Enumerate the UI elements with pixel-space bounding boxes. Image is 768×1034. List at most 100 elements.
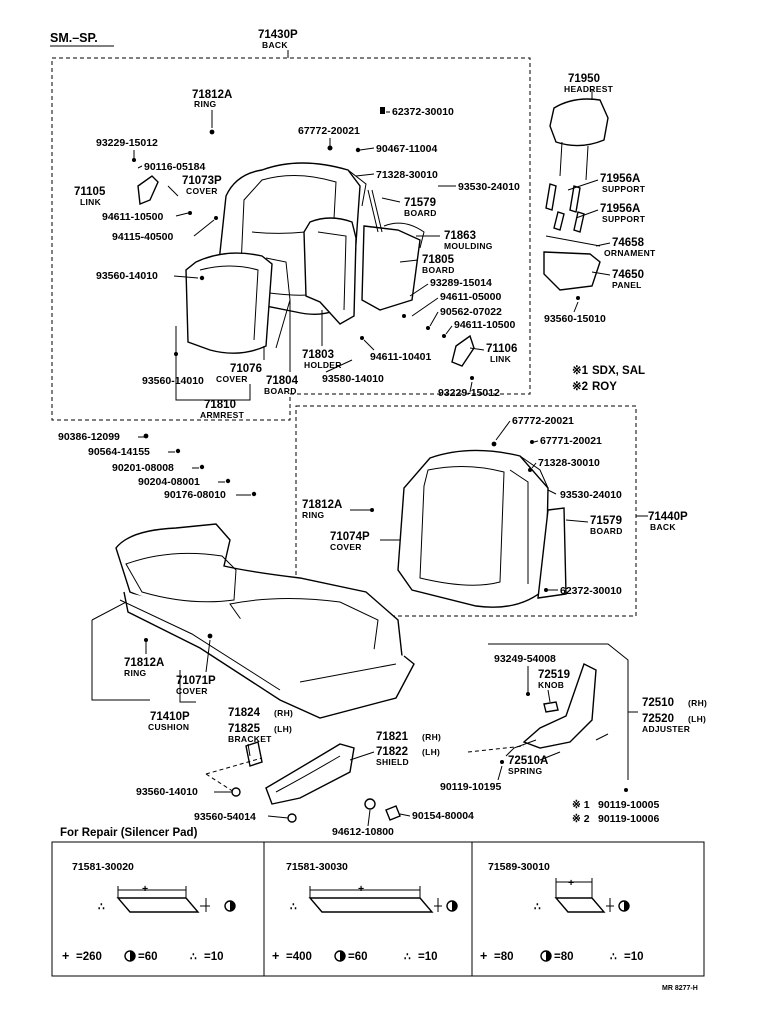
part-number: 71812A	[192, 89, 232, 101]
fasteners-left	[143, 433, 257, 497]
part-desc: ADJUSTER	[642, 724, 690, 734]
part-desc: BOARD	[404, 208, 437, 218]
group-part: 71810	[204, 399, 236, 411]
headrest-illustration	[543, 98, 609, 300]
cross-icon: +	[142, 883, 148, 895]
repair-thickness: =80	[554, 951, 574, 963]
group-desc: BACK	[650, 522, 676, 532]
pad-count-icon: ∴	[290, 901, 297, 913]
part-desc: ORNAMENT	[604, 248, 656, 258]
bracket-shield-illustration	[205, 741, 401, 823]
part-number: 71804	[266, 375, 299, 387]
part-number: 90154-80004	[412, 810, 474, 822]
repair-panel-2: 71581-30030 + ∴ + =400 =60 ∴ =10	[272, 861, 458, 963]
silencer-pad-shape	[116, 897, 200, 913]
drawing-reference: MR 8277-H	[662, 985, 698, 992]
part-number: 71956A	[600, 173, 640, 185]
part-number: 71821	[376, 731, 409, 743]
part-number: 71074P	[330, 531, 370, 543]
group-part: 71430P	[258, 29, 298, 41]
part-desc: (RH)	[688, 698, 707, 708]
adjuster-illustration	[467, 663, 628, 792]
footnote-part: 90119-10005	[598, 799, 659, 811]
part-desc: BOARD	[590, 526, 623, 536]
repair-length: =260	[76, 951, 102, 963]
repair-section: For Repair (Silencer Pad) 71581-30020 + …	[51, 827, 705, 977]
length-icon: +	[272, 949, 279, 963]
group-desc: BACK	[262, 40, 288, 50]
part-number: 71076	[230, 363, 262, 375]
pad-count-icon: ∴	[98, 901, 105, 913]
part-number: 94611-05000	[440, 291, 501, 303]
part-number: 93229-15012	[438, 387, 500, 399]
part-number: 90467-11004	[376, 143, 437, 155]
part-number: 93229-15012	[96, 137, 158, 149]
part-desc: RING	[302, 510, 325, 520]
part-number: 67772-20021	[298, 125, 360, 137]
part-number: 93530-24010	[560, 489, 622, 501]
part-number: 71579	[590, 515, 622, 527]
qty-icon: ∴	[404, 951, 411, 963]
part-number: 90119-10195	[440, 781, 501, 793]
silencer-pad-shape	[554, 897, 606, 913]
part-desc: BRACKET	[228, 734, 272, 744]
part-number: 94612-10800	[332, 826, 394, 838]
part-desc: BOARD	[422, 265, 455, 275]
length-icon: +	[480, 949, 487, 963]
model-code: SM.–SP.	[50, 31, 98, 45]
part-number: 71812A	[302, 499, 342, 511]
adjuster-bracket	[488, 643, 629, 780]
part-number: 71812A	[124, 657, 164, 669]
part-number: 62372-30010	[392, 106, 454, 118]
part-number: 71956A	[600, 203, 640, 215]
part-desc: COVER	[330, 542, 362, 552]
repair-part-number: 71581-30030	[286, 861, 348, 873]
repair-qty: =10	[624, 951, 644, 963]
cross-icon: +	[568, 877, 574, 889]
part-number: 93530-24010	[458, 181, 520, 193]
part-desc: COVER	[216, 374, 248, 384]
part-desc: HEADREST	[564, 84, 614, 94]
repair-part-number: 71589-30010	[488, 861, 550, 873]
seat-cushion-illustration	[115, 523, 415, 719]
part-number: 72519	[538, 669, 570, 681]
repair-length: =400	[286, 951, 312, 963]
repair-panel-3: 71589-30010 + ∴ + =80 =80 ∴ =10	[480, 861, 644, 963]
part-number: 72520	[642, 713, 674, 725]
part-desc: SUPPORT	[602, 184, 646, 194]
repair-title: For Repair (Silencer Pad)	[60, 827, 198, 839]
length-icon: +	[62, 949, 69, 963]
group-part: 71440P	[648, 511, 688, 523]
part-number: 90116-05184	[144, 161, 205, 173]
repair-qty: =10	[418, 951, 438, 963]
note-mark: ※1	[572, 364, 589, 377]
part-number: 71071P	[176, 675, 216, 687]
part-number: 71105	[74, 186, 106, 198]
part-number: 90564-14155	[88, 446, 150, 458]
pad-count-icon: ∴	[534, 901, 541, 913]
part-number: 90386-12099	[58, 431, 120, 443]
part-desc: SHIELD	[376, 757, 409, 767]
link-71106-illustration	[360, 314, 475, 380]
part-number: 94611-10401	[370, 351, 431, 363]
silencer-pad-shape	[308, 897, 434, 913]
part-number: 62372-30010	[560, 585, 622, 597]
footnote-part: 90119-10006	[598, 813, 659, 825]
part-desc: BOARD	[264, 386, 297, 396]
part-desc: HOLDER	[304, 360, 342, 370]
part-number: 93249-54008	[494, 653, 556, 665]
seat-back-lower-illustration	[370, 440, 567, 608]
back-lower-group-box	[295, 405, 637, 617]
part-number: 72510	[642, 697, 674, 709]
part-desc: (RH)	[422, 732, 441, 742]
group-desc: CUSHION	[148, 722, 189, 732]
repair-panel-1: 71581-30020 + ∴ + =260 =60 ∴ =10	[62, 861, 236, 963]
part-number: 71805	[422, 254, 455, 266]
note-text: ROY	[592, 381, 617, 393]
part-number: 94611-10500	[102, 211, 163, 223]
part-number: 71950	[568, 73, 600, 85]
part-desc: KNOB	[538, 680, 564, 690]
part-number: 90562-07022	[440, 306, 502, 318]
part-labels: 71812A RING 62372-30010 67772-20021 9046…	[58, 73, 707, 838]
